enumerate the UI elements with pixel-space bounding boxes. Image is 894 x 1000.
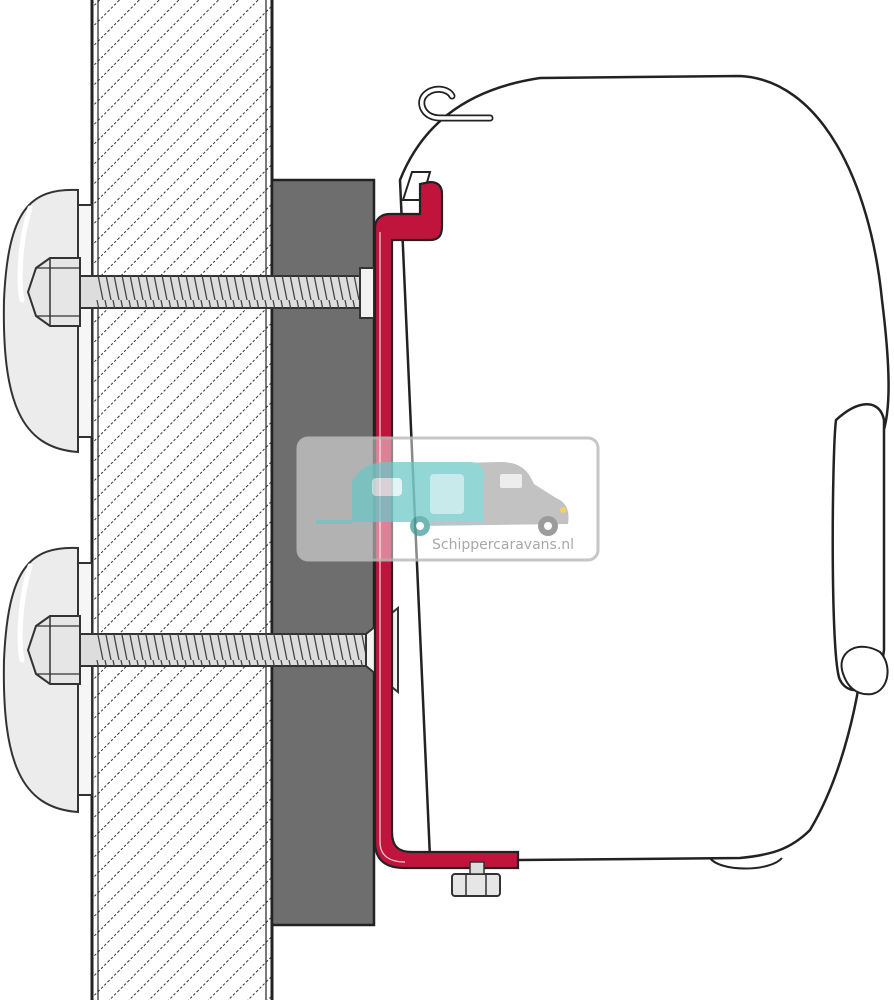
nut-top	[26, 257, 81, 327]
wall-section	[90, 0, 274, 1000]
round-cover-cap-bottom	[2, 546, 93, 814]
nut-bracket	[451, 861, 501, 897]
watermark-text: Schippercaravans.nl	[432, 537, 574, 553]
bolt-top	[79, 267, 375, 319]
caravan-and-camper-icon	[316, 462, 569, 536]
awning-cassette	[398, 74, 890, 870]
watermark: Schippercaravans.nl	[296, 436, 600, 562]
mounting-bracket	[373, 180, 520, 870]
nut-bottom	[26, 615, 81, 685]
